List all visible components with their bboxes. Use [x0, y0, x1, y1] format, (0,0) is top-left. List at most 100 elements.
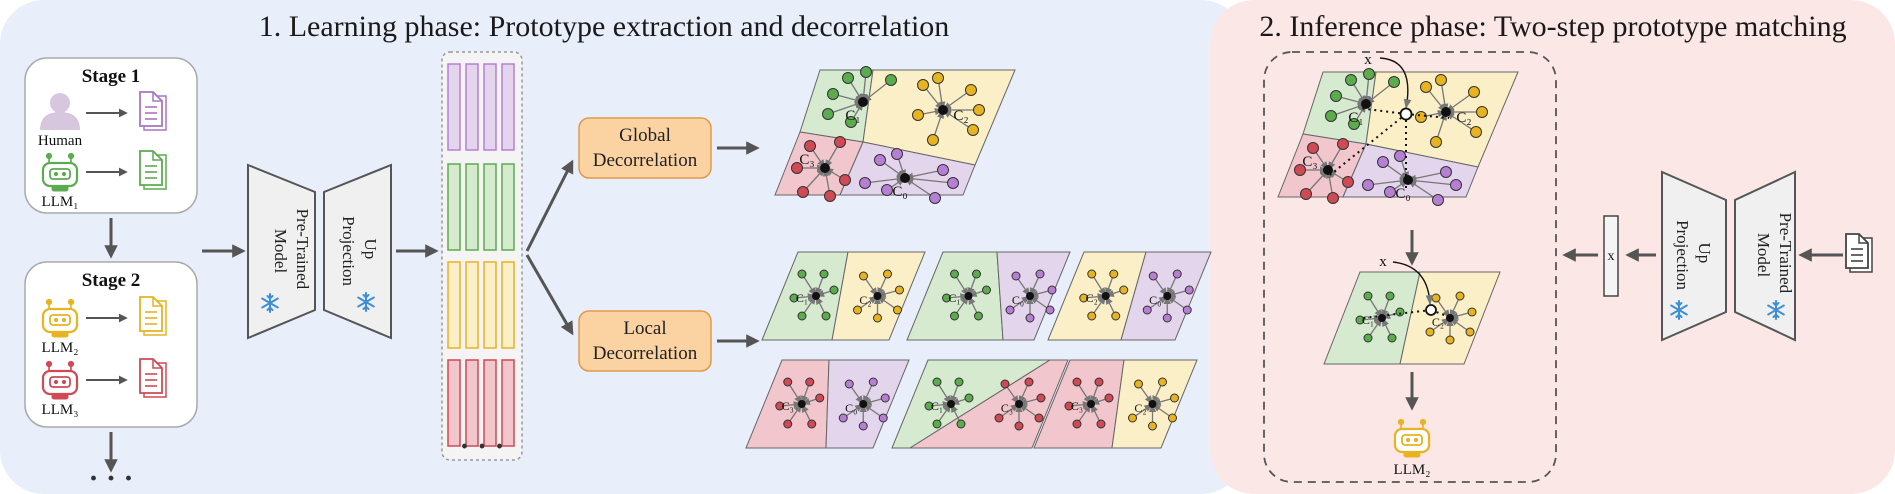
cluster-point — [917, 79, 929, 91]
cluster-edge — [1445, 111, 1477, 133]
embedding-bar — [501, 359, 515, 447]
cluster-point — [880, 393, 890, 403]
cluster-green: C₁ — [1325, 68, 1400, 130]
cluster-prototype — [1148, 400, 1157, 408]
cluster-point — [1158, 377, 1167, 387]
cluster-point — [834, 136, 846, 148]
cluster-point — [807, 419, 817, 429]
query-distance-line — [1357, 107, 1407, 115]
cluster-prototype — [812, 292, 820, 300]
cluster-point — [942, 293, 951, 303]
cluster-point — [1184, 285, 1194, 295]
embedding-bank: · · · — [441, 51, 523, 463]
embedding-bar — [483, 359, 497, 447]
cluster-prototype — [1403, 175, 1413, 185]
cluster-point — [775, 401, 785, 411]
cluster-yellow: C₂ — [912, 72, 985, 146]
embedding-bar — [465, 261, 479, 349]
cluster-point — [947, 177, 959, 189]
cluster-prototype — [1446, 314, 1454, 322]
cluster-yellow: C₂ — [1079, 269, 1129, 321]
cluster-yellow: C₂ — [1425, 291, 1477, 345]
query-distance-line — [1405, 113, 1450, 119]
cluster-point — [1345, 74, 1357, 86]
inference-projection-line2: Projection — [1673, 220, 1692, 290]
cluster-green: C₁ — [924, 377, 974, 429]
cluster-point — [1096, 419, 1106, 429]
cluster-point — [1385, 291, 1395, 301]
cluster-prototype — [1163, 292, 1172, 300]
cluster-point — [1435, 74, 1447, 86]
cluster-point — [1440, 166, 1452, 178]
cluster-point — [844, 379, 854, 389]
encoder-label-line1: Pre-Trained — [293, 209, 312, 290]
cluster-prototype — [1087, 400, 1095, 408]
cluster-red: C₃ — [994, 377, 1046, 431]
cluster-prototype — [1361, 99, 1371, 109]
inference-pretrained-model: Pre-Trained Model — [1734, 170, 1796, 342]
cluster-point — [1094, 377, 1104, 387]
cluster-label-c1: C₁ — [931, 399, 943, 413]
cluster-point — [873, 313, 882, 323]
cluster-point — [783, 419, 793, 429]
cluster-point — [1035, 269, 1045, 279]
cluster-label-c1: C₁ — [796, 291, 808, 305]
cluster-point — [859, 271, 868, 281]
cluster-prototype — [1323, 165, 1333, 175]
cluster-point — [895, 285, 904, 295]
cluster-edge — [864, 175, 906, 184]
cluster-label-c3: C₃ — [1071, 399, 1083, 413]
embedding-bar — [465, 63, 479, 151]
cluster-point — [1045, 305, 1055, 315]
cluster-point — [1172, 269, 1182, 279]
cluster-point — [967, 124, 979, 136]
learning-phase-title: 1. Learning phase: Prototype extraction … — [259, 10, 950, 43]
cluster-purple: C₀ — [1142, 269, 1194, 323]
inference-encoder-line2: Model — [1754, 233, 1773, 278]
cluster-point — [1142, 305, 1152, 315]
cluster-point — [1337, 138, 1349, 150]
cluster-point — [950, 269, 959, 279]
cluster-point — [1162, 313, 1172, 323]
cluster-point — [883, 269, 892, 279]
inference-document — [1845, 233, 1873, 273]
embedding-bar — [501, 63, 515, 151]
cluster-point — [1182, 305, 1192, 315]
cluster-point — [1450, 179, 1462, 191]
cluster-prototype — [1378, 314, 1386, 322]
cluster-label-c0: C₀ — [892, 184, 907, 200]
cluster-point — [893, 305, 902, 315]
cluster-point — [1430, 136, 1442, 148]
svg-text:Pre-Trained Model: Pre-Trained Model — [1754, 213, 1795, 298]
cluster-point — [819, 269, 829, 279]
cluster-point — [881, 184, 893, 196]
cluster-point — [956, 419, 966, 429]
embedding-bar — [447, 163, 461, 251]
cluster-purple: C₀ — [1005, 269, 1057, 323]
cluster-red: C₃ — [1294, 138, 1354, 204]
cluster-point — [1467, 307, 1477, 317]
cluster-point — [1087, 311, 1097, 321]
cluster-prototype — [1101, 292, 1110, 300]
cluster-point — [982, 285, 991, 295]
cluster-point — [1000, 379, 1010, 389]
cluster-point — [937, 164, 949, 176]
cluster-label-c0: C₀ — [845, 401, 857, 415]
cluster-point — [1148, 271, 1158, 281]
cluster-point — [924, 401, 934, 411]
cluster-prototype — [1441, 107, 1451, 117]
up-projection-block: Up Projection — [323, 163, 392, 340]
cluster-point — [1064, 401, 1074, 411]
embedding-bar — [465, 359, 479, 447]
encoder-label-line2: Model — [271, 229, 290, 274]
cluster-point — [1111, 311, 1121, 321]
inference-phase-title: 2. Inference phase: Two-step prototype m… — [1259, 10, 1846, 43]
